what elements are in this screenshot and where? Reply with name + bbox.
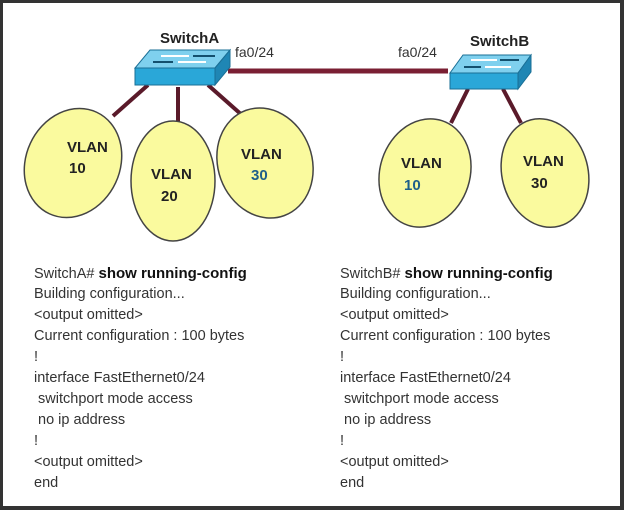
command-a: show running-config — [98, 265, 247, 282]
svg-text:20: 20 — [161, 188, 178, 205]
svg-text:VLAN: VLAN — [241, 146, 282, 163]
switch-a-icon[interactable] — [133, 48, 232, 87]
vlan-30-a: VLAN 30 — [216, 107, 314, 219]
svg-text:10: 10 — [69, 160, 86, 177]
config-line: ! — [34, 433, 39, 449]
config-line: ! — [340, 433, 345, 449]
link-a-vlan10 — [111, 83, 150, 118]
svg-text:30: 30 — [531, 175, 548, 192]
svg-text:10: 10 — [404, 177, 421, 194]
config-line: switchport mode access — [340, 391, 499, 407]
vlan-20-a: VLAN 20 — [130, 120, 216, 242]
config-line: <output omitted> — [34, 307, 143, 323]
config-line: Current configuration : 100 bytes — [340, 328, 551, 344]
svg-text:VLAN: VLAN — [67, 139, 108, 156]
switch-a-label: SwitchA — [160, 30, 219, 47]
config-line: switchport mode access — [34, 391, 193, 407]
config-line: interface FastEthernet0/24 — [340, 370, 511, 386]
config-line: no ip address — [340, 412, 432, 428]
config-line: <output omitted> — [340, 307, 449, 323]
svg-text:30: 30 — [251, 167, 268, 184]
switch-b-label: SwitchB — [470, 33, 529, 50]
config-b-header: SwitchB# show running-config — [340, 263, 553, 284]
config-line: ! — [34, 349, 39, 365]
svg-text:VLAN: VLAN — [523, 153, 564, 170]
vlan-10-a: VLAN 10 — [23, 107, 123, 219]
prompt-b: SwitchB# — [340, 266, 401, 282]
config-line: Building configuration... — [340, 286, 491, 302]
config-line: Current configuration : 100 bytes — [34, 328, 245, 344]
config-line: end — [34, 475, 59, 491]
switch-b-port-label: fa0/24 — [398, 44, 437, 60]
config-line: no ip address — [34, 412, 126, 428]
config-line: ! — [340, 349, 345, 365]
config-line: end — [340, 475, 365, 491]
link-b-vlan10 — [449, 88, 470, 124]
link-b-vlan30 — [501, 88, 523, 124]
config-line: Building configuration... — [34, 286, 185, 302]
config-a-header: SwitchA# show running-config — [34, 263, 247, 284]
svg-text:VLAN: VLAN — [151, 166, 192, 183]
command-b: show running-config — [404, 265, 553, 282]
switch-a-port-label: fa0/24 — [235, 44, 274, 60]
config-line: <output omitted> — [34, 454, 143, 470]
config-line: <output omitted> — [340, 454, 449, 470]
prompt-a: SwitchA# — [34, 266, 95, 282]
vlan-10-b: VLAN 10 — [378, 118, 472, 228]
vlan-30-b: VLAN 30 — [500, 117, 590, 229]
link-a-vlan30 — [206, 83, 245, 118]
topology: SwitchA fa0/24 SwitchB fa0/24 VLAN 10 VL… — [23, 30, 590, 242]
config-line: interface FastEthernet0/24 — [34, 370, 205, 386]
svg-text:VLAN: VLAN — [401, 155, 442, 172]
switch-b-icon[interactable] — [449, 53, 532, 91]
